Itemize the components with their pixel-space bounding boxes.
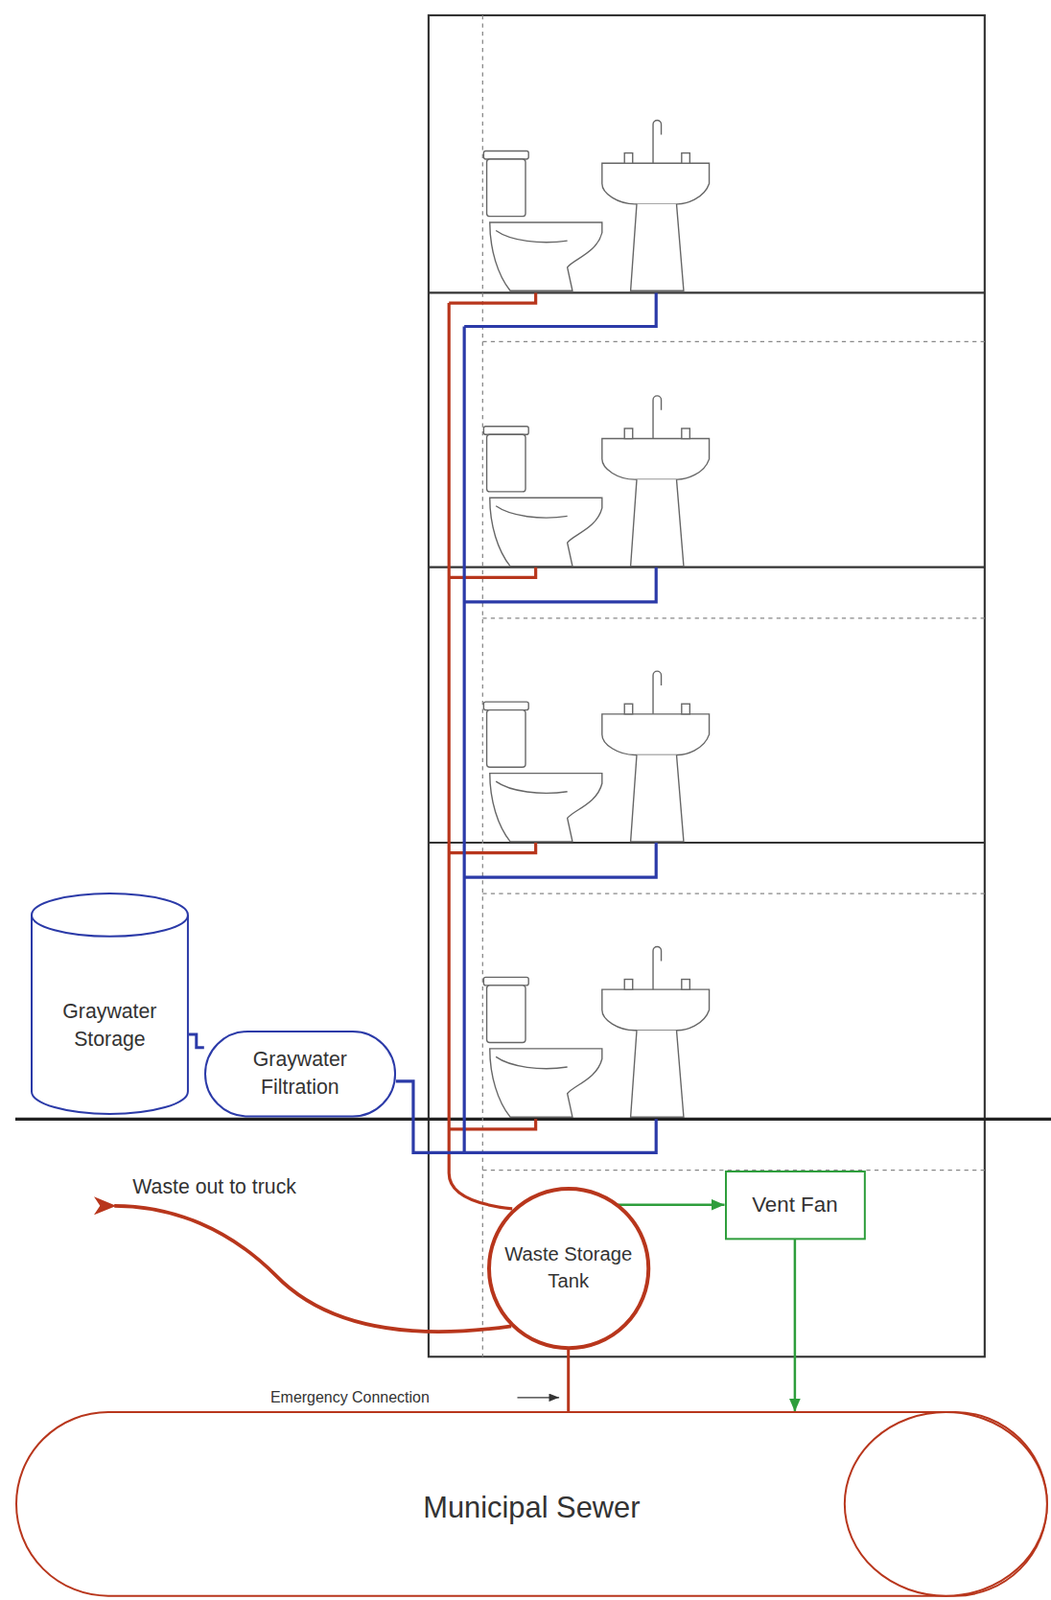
node-label: Municipal Sewer <box>87 1488 976 1529</box>
flow-connector <box>566 1348 570 1413</box>
node-label: Graywater Storage <box>41 998 178 1053</box>
node-label: Graywater Filtration <box>217 1046 383 1101</box>
node-label: Waste Storage Tank <box>503 1241 634 1295</box>
emergency-label: Emergency Connection <box>270 1389 430 1407</box>
truck-label: Waste out to truck <box>132 1175 297 1200</box>
filtration-unit: Graywater Filtration <box>204 1030 397 1118</box>
node-label: Vent Fan <box>734 1191 856 1220</box>
filtration-unit-outline <box>204 1030 397 1118</box>
flow-connector <box>794 1239 797 1413</box>
flow-connector <box>616 1203 725 1207</box>
flow-connector <box>188 1034 205 1049</box>
storage-cylinder: Graywater Storage <box>30 892 189 1115</box>
waste-tank: Waste Storage Tank <box>487 1187 651 1351</box>
waste-tank-outline <box>487 1187 651 1351</box>
vent-fan-box: Vent Fan <box>724 1170 866 1240</box>
sewer-pipe: Municipal Sewer <box>15 1411 1049 1598</box>
